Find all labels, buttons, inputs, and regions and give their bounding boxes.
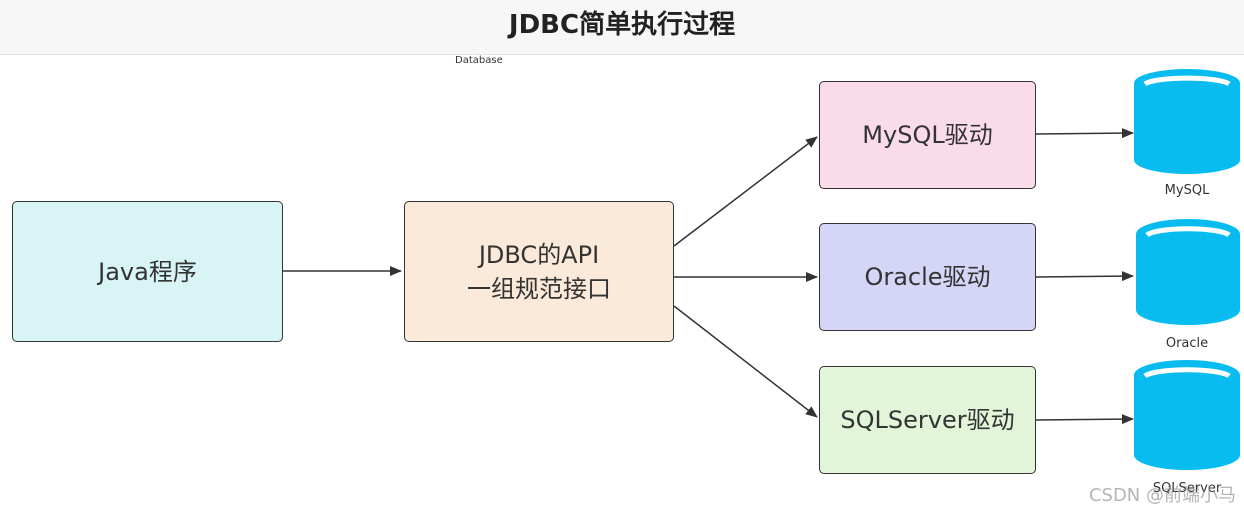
stray-label: Database xyxy=(455,55,503,64)
arrow-api-to-mysql xyxy=(673,136,818,247)
arrow-mysql-to-db xyxy=(1035,128,1134,139)
watermark: CSDN @前端小马 xyxy=(1088,485,1236,506)
database-oracle-icon xyxy=(1136,219,1240,325)
arrow-oracle-to-db xyxy=(1035,271,1134,282)
title-bar: JDBC简单执行过程 xyxy=(0,0,1244,55)
page-title: JDBC简单执行过程 xyxy=(508,10,736,40)
jdbc-api-box: JDBC的API 一组规范接口 xyxy=(404,201,674,342)
sqlserver-driver-box: SQLServer驱动 xyxy=(819,366,1036,474)
oracle-driver-box: Oracle驱动 xyxy=(819,223,1036,331)
mysql-db-label: MySQL xyxy=(1164,183,1210,198)
oracle-driver-label: Oracle驱动 xyxy=(864,263,991,291)
java-program-label: Java程序 xyxy=(98,257,197,286)
java-program-box: Java程序 xyxy=(12,201,283,342)
jdbc-api-label-line2: 一组规范接口 xyxy=(467,274,611,303)
jdbc-api-label-line1: JDBC的API xyxy=(478,240,600,269)
oracle-db-label: Oracle xyxy=(1165,336,1209,351)
arrow-sqlserver-to-db xyxy=(1035,414,1134,425)
database-mysql-icon xyxy=(1134,69,1240,174)
mysql-driver-label: MySQL驱动 xyxy=(862,121,993,149)
sqlserver-db-label: SQLServer xyxy=(1152,481,1222,496)
database-sqlserver-icon xyxy=(1134,360,1240,470)
arrow-api-to-sqlserver xyxy=(673,305,818,418)
sqlserver-driver-label: SQLServer驱动 xyxy=(840,406,1015,434)
mysql-driver-box: MySQL驱动 xyxy=(819,81,1036,189)
